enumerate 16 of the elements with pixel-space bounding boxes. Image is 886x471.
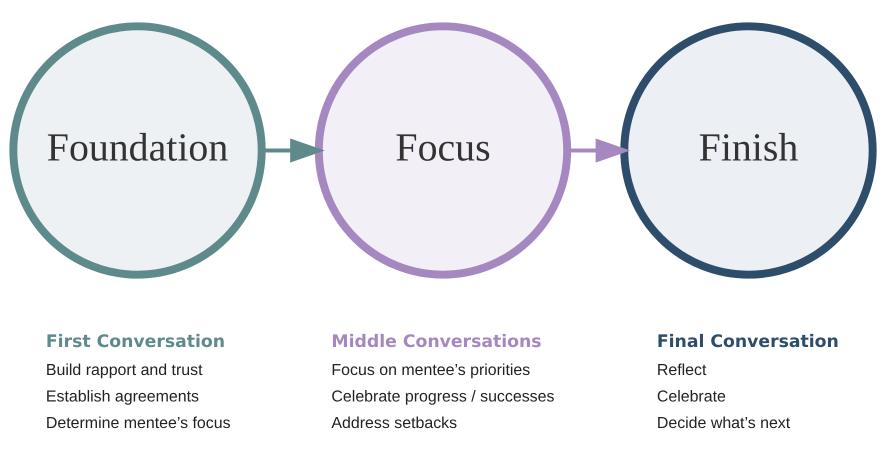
node-label: Establish agreements bbox=[46, 388, 199, 406]
node-circle: Foundation bbox=[9, 22, 266, 279]
node-label: Determine mentee’s focus bbox=[46, 415, 231, 432]
node-circle: Finish bbox=[620, 22, 877, 279]
node-label: Focus on mentee’s priorities bbox=[331, 362, 530, 380]
arrow bbox=[262, 138, 325, 163]
node-label: Address setbacks bbox=[331, 415, 458, 432]
node-label: Celebrate progress / successes bbox=[331, 388, 554, 406]
node-label: Final Conversation bbox=[656, 332, 839, 352]
node-label: Decide what’s next bbox=[656, 415, 790, 432]
node-label: Celebrate bbox=[656, 388, 726, 406]
node-label: Middle Conversations bbox=[331, 332, 542, 352]
node-label: Build rapport and trust bbox=[46, 362, 203, 380]
node-label: First Conversation bbox=[46, 332, 226, 352]
node-label: Reflect bbox=[656, 362, 706, 380]
node-circle: Focus bbox=[314, 22, 572, 279]
